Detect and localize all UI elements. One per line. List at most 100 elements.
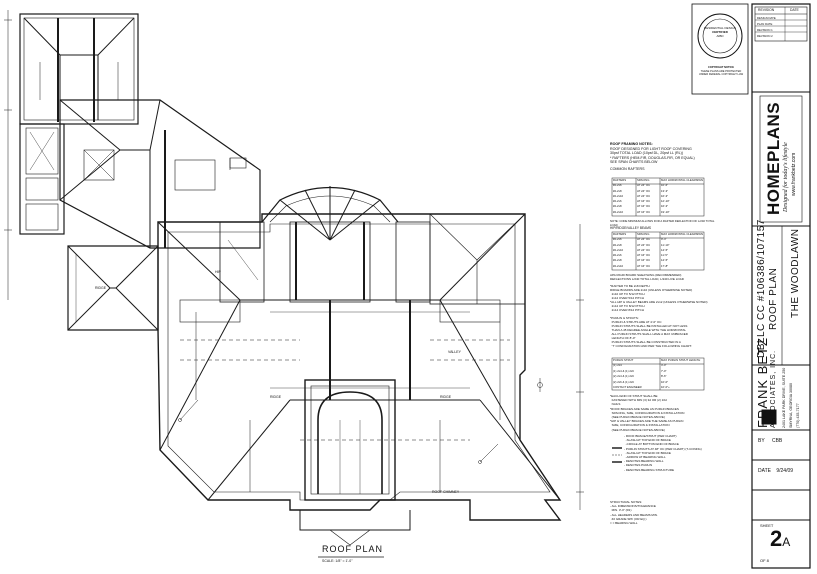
company-name: FRANK BETZ: [755, 337, 770, 428]
legend-line: -SLASH AT TOP END OF BRACE: [624, 450, 671, 455]
fasten-note-line: RIDGE BOARDS ARE 2x10 (UNLESS OTHERWISE …: [610, 288, 693, 292]
purlin-note-line: PURLIN & STRUTS ARE AT 4'-0" OC: [610, 320, 662, 324]
table-cell: AT 16" OC: [637, 204, 651, 209]
hip-header: SPACING: [637, 232, 650, 236]
label-ridge-2: RIDGE: [440, 395, 452, 399]
central-tower: [299, 379, 411, 546]
purlin-header-row: PURLIN STRUT MAX PURLIN STRUT LENGTH: [613, 358, 705, 363]
table-cell: 14'-5": [661, 258, 669, 263]
purlin-header: PURLIN STRUT: [613, 358, 634, 362]
company-sub: ASSOCIATES, INC.: [770, 349, 777, 428]
company-address-1: 2401 LAKE PARK DRIVE, SUITE 250: [782, 367, 786, 428]
rafter-table-title: COMMON RAFTERS: [610, 166, 645, 171]
right-wing: [429, 213, 526, 305]
table-cell: AT 24" OC: [637, 247, 651, 252]
copyright-line: UNDER FEDERAL COPYRIGHT LAW: [698, 73, 744, 77]
stamp-line: RESIDENTIAL DESIGN: [704, 26, 736, 30]
notes-tables: [611, 177, 705, 463]
strut-note-line: *HIP & VALLEY BRACES ARE THE SAME AS PUR…: [610, 419, 684, 424]
brand-name: HOMEPLANS: [764, 101, 783, 215]
table-cell: #2-2x10: [613, 209, 624, 214]
purlin-header: MAX PURLIN STRUT LENGTH: [661, 358, 701, 362]
strut-notes: *EACH END OF STRUT SHALL BE FASTENED WIT…: [610, 394, 720, 432]
drawing-title: ROOF PLAN: [322, 544, 384, 554]
date-value: 9/24/09: [776, 468, 794, 474]
hip-header: MAX HORIZONTAL CLEARSPAN: [661, 232, 704, 236]
copyright-line: THESE PLANS ARE PROTECTED: [700, 69, 742, 73]
plan-name: THE WOODLAWN: [790, 228, 801, 318]
upper-left-wing: [19, 13, 139, 125]
framing-line: ROOF DESIGNED FOR LIGHT ROOF COVERING: [610, 146, 692, 151]
table-cell: #2-2x6: [613, 237, 622, 242]
fasten-note-line: *ALL HIP & VALLEY BEAMS ARE 2x12 (UNLESS…: [610, 300, 708, 304]
middle-upper-wing: [59, 99, 261, 249]
purlin-note-line: PURLIN STRUTS SHALL BE CONSTRUCTED IN A: [610, 340, 681, 344]
notes-block: ROOF FRAMING NOTES: ROOF DESIGNED FOR LI…: [610, 142, 720, 172]
table-cell: #2-2x10: [613, 193, 624, 198]
table-cell: 13'-3": [661, 188, 669, 193]
purlin-note-line: ALL PURLIN STRUTS SHALL HAVE A MAX UNBRA…: [610, 332, 688, 336]
title-block-frame: [691, 3, 811, 569]
table-cell: #2-2x6: [613, 183, 622, 188]
legend: - ROOF BRACE/STRUT (PER CHART) -SLASH AT…: [624, 434, 724, 472]
copyright: COPYRIGHT NOTICE THESE PLANS ARE PROTECT…: [696, 66, 746, 77]
rafter-header: SPACING: [637, 178, 650, 182]
table-cell: 19'-10": [661, 209, 670, 214]
legend-line: - DENOTES BEARING STRUCTURE: [624, 467, 675, 472]
structural-note-line: #2 GRADE SPF (OR EQ.): [610, 516, 647, 521]
legend-line: - PURLIN STRUTS AT 48" OC (PER CHART) (T…: [624, 446, 702, 451]
revision-row: REVISION 2: [757, 34, 773, 38]
table-cell: #2-2x8: [613, 258, 622, 263]
legend-line: -SLASH AT TOP END OF BRACE: [624, 438, 671, 443]
strut-note-line: SIZE, CONFIGURATION & INSTALLATION: [610, 423, 670, 428]
table-cell: 14'-5": [661, 247, 669, 252]
strut-note-line: NAILS: [610, 402, 621, 407]
purlin-note-line: PURLIN STRUTS SHALL BE INSTALLED AT NOT …: [610, 324, 688, 328]
table-cell: AT 16" OC: [637, 253, 651, 258]
table-cell: #2-2x10: [613, 263, 624, 268]
purlin-note-line: LENGTH OF 8'-0": [610, 336, 636, 340]
dimension-marks: [4, 10, 584, 510]
table-cell: AT 24" OC: [637, 188, 651, 193]
left-lower-wing: [67, 245, 159, 331]
structural-note-line: MIN. 3'-0" (R1): [610, 508, 632, 513]
left-rooms: [19, 123, 65, 235]
table-cell: 16'-3": [661, 193, 669, 198]
sheet-label: SHEET: [760, 523, 774, 528]
table-cell: AT 24" OC: [637, 183, 651, 188]
table-cell: AT 24" OC: [637, 237, 651, 242]
sheet-of: OF 8: [760, 558, 769, 563]
table-cell: 17'-8": [661, 263, 669, 268]
revision-row: DESIGN DATE: [757, 16, 776, 20]
brand-website: www.frankbetz.com: [791, 152, 797, 196]
structural-note-line: - ALL HEADERS AND BEAMS MIN.: [610, 512, 658, 517]
rafter-table: RAFTERS SPACING MAX HORIZONTAL CLEARSPAN…: [613, 178, 705, 215]
legend-line: -CIRCLE AT BOTTOM END OF BRACE: [624, 442, 679, 447]
fasten-note-line: 2x10 UP TO 5/12 PITCH: [610, 292, 645, 296]
apa-note: APA RIGID BOARD SHEATHING (RECOMMENDED) …: [610, 273, 720, 281]
rafter-header: RAFTERS: [613, 178, 627, 182]
strut-note-line: *EACH END OF STRUT SHALL BE: [610, 394, 658, 398]
legend-line: - ROOF BRACE/STRUT (PER CHART): [624, 434, 677, 438]
main-roof: [157, 213, 562, 521]
strut-note-line: *ROOF BRACES ARE SAME AS PURLIN BRACES: [610, 406, 679, 411]
stamp: RESIDENTIAL DESIGN CERTIFIED AIBD: [700, 26, 740, 38]
purlin-notes: *PURLIN & STRUTS: PURLIN & STRUTS ARE AT…: [610, 316, 720, 348]
structural-notes: STRUCTURAL NOTES:- ALL DIMENSIONS/TOLERA…: [610, 500, 710, 525]
revision-date-label: DATE: [790, 8, 799, 12]
